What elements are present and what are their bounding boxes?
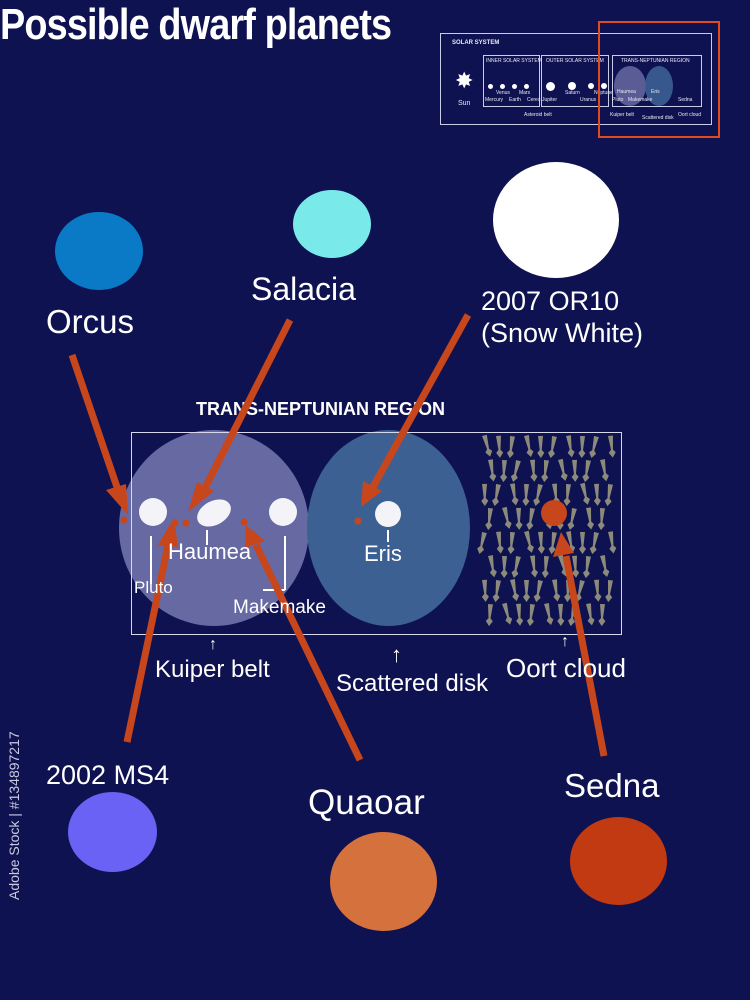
- comet-icon: [510, 460, 522, 483]
- comet-icon: [495, 436, 504, 458]
- comet-icon: [476, 532, 488, 555]
- comet-icon: [607, 435, 616, 458]
- comet-icon: [532, 484, 544, 507]
- red-dot: [241, 519, 248, 526]
- comet-icon: [604, 484, 614, 507]
- comet-icon: [578, 436, 586, 458]
- comet-icon: [526, 604, 536, 627]
- comet-icon: [522, 484, 530, 506]
- comet-icon: [597, 508, 606, 530]
- comet-icon: [509, 483, 519, 506]
- comet-icon: [533, 580, 544, 603]
- comet-icon: [563, 484, 572, 507]
- eris-dot: [375, 501, 401, 527]
- comet-icon: [485, 508, 494, 531]
- red-dot: [355, 518, 362, 525]
- comet-icon: [537, 436, 544, 458]
- comet-icon: [557, 604, 564, 626]
- comet-icon: [585, 507, 595, 530]
- oort-red-object: [541, 500, 567, 526]
- comet-icon: [506, 436, 516, 459]
- comet-icon: [507, 532, 516, 555]
- comet-icon: [607, 531, 617, 554]
- comet-icon: [523, 435, 534, 458]
- haumea-label: Haumea: [168, 539, 251, 565]
- comet-icon: [492, 580, 502, 603]
- oort-up-arrow: ↑: [561, 633, 569, 651]
- comet-icon: [551, 579, 561, 602]
- oort-cloud-label: Oort cloud: [506, 653, 626, 684]
- comet-icon: [481, 580, 489, 602]
- comet-icon: [599, 459, 610, 482]
- comet-icon: [495, 531, 504, 554]
- comet-icon: [593, 484, 601, 506]
- comet-icon: [565, 435, 575, 458]
- comet-icon: [501, 507, 513, 530]
- comet-icon: [485, 604, 494, 626]
- comet-icon: [501, 602, 513, 625]
- comet-icon: [487, 555, 498, 578]
- eris-label: Eris: [364, 541, 402, 567]
- stock-credit: Adobe Stock | #134897217: [6, 731, 22, 900]
- comet-icon: [526, 508, 536, 531]
- comet-icon: [541, 460, 550, 483]
- comet-icon: [579, 532, 586, 554]
- kuiper-up-arrow: ↑: [209, 636, 217, 654]
- comet-icon: [537, 532, 545, 554]
- comet-icon: [593, 579, 602, 602]
- comet-icon: [547, 436, 558, 459]
- comet-icon: [598, 604, 606, 626]
- comet-icon: [487, 459, 497, 482]
- pluto-dot: [139, 498, 167, 526]
- comet-icon: [481, 484, 488, 506]
- oort-cloud-comets: [476, 434, 617, 626]
- comet-icon: [501, 556, 508, 578]
- comet-icon: [605, 580, 614, 603]
- comet-icon: [510, 556, 521, 579]
- comet-icon: [599, 555, 610, 578]
- makemake-label: Makemake: [233, 597, 326, 619]
- comet-icon: [571, 460, 579, 482]
- comet-icon: [541, 556, 550, 578]
- comet-icon: [500, 460, 508, 482]
- comet-icon: [566, 508, 577, 531]
- comet-icon: [481, 434, 493, 457]
- comet-icon: [582, 460, 592, 483]
- comet-icon: [543, 603, 554, 626]
- comet-icon: [585, 603, 595, 626]
- comet-icon: [491, 484, 502, 507]
- scattered-disk-label: Scattered disk: [336, 670, 488, 698]
- comet-icon: [588, 436, 600, 459]
- red-dot: [121, 517, 128, 524]
- comet-icon: [582, 556, 592, 579]
- red-dot: [183, 520, 190, 527]
- comet-icon: [509, 579, 520, 602]
- comet-icon: [589, 532, 600, 555]
- comet-icon: [523, 531, 535, 554]
- comet-icon: [579, 483, 591, 506]
- comet-icon: [523, 580, 530, 602]
- comet-icon: [529, 459, 538, 482]
- kuiper-belt-label: Kuiper belt: [155, 656, 270, 684]
- scattered-up-arrow: ↑: [391, 642, 402, 668]
- comet-icon: [529, 555, 539, 578]
- makemake-dot: [269, 498, 297, 526]
- pluto-label: Pluto: [134, 578, 173, 598]
- comet-icon: [515, 604, 524, 626]
- comet-icon: [557, 459, 569, 482]
- comet-icon: [515, 508, 523, 530]
